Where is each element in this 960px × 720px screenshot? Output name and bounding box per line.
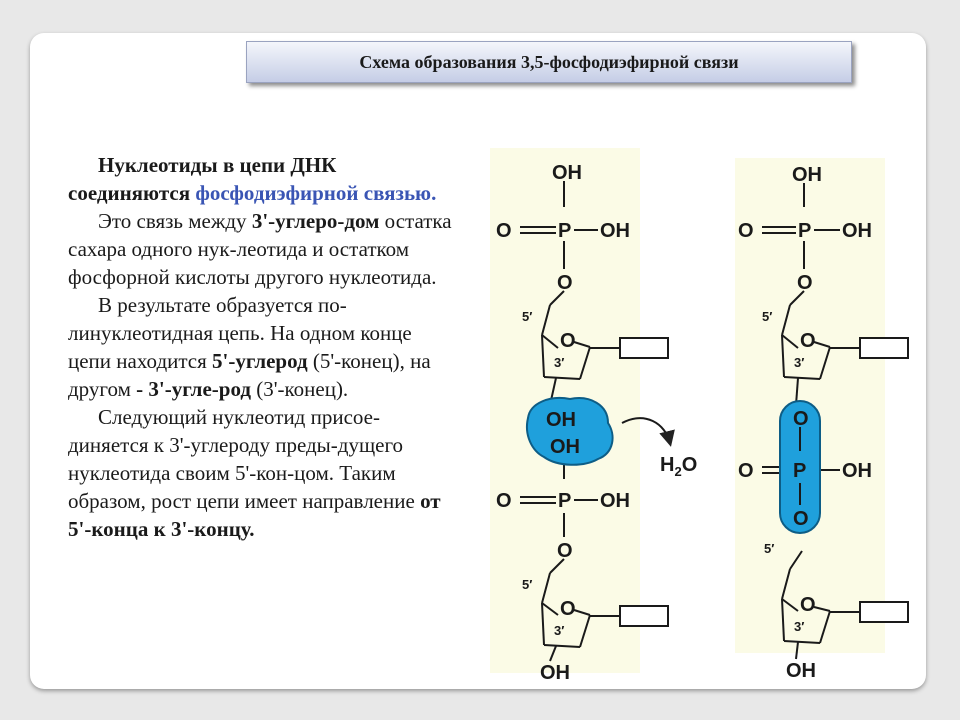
p3-bold-b: 5'-углерод bbox=[212, 349, 308, 373]
left-sugar-2-ring-o: O bbox=[560, 598, 576, 620]
left-top-phosphate-oh: OH bbox=[600, 220, 630, 242]
right-top-oh: OH bbox=[792, 164, 822, 186]
left-bottom-oh: OH bbox=[540, 662, 570, 683]
water-label: H2O bbox=[660, 454, 697, 479]
left-mid-phosphate-oh: OH bbox=[600, 490, 630, 512]
p3-text-a: В результате образуется по-линуклеотидна… bbox=[68, 293, 412, 373]
right-mid-phosphorus: P bbox=[793, 460, 806, 482]
p1-blue-term: фосфодиэфирной связью. bbox=[195, 181, 437, 205]
p3-text-e: (3'-конец). bbox=[250, 377, 349, 401]
p1-bold: Нуклеотиды в цепи ДНК соединяются bbox=[68, 153, 337, 205]
paragraph-2: Это связь между 3'-углеро-дом остатка са… bbox=[68, 207, 452, 291]
p2-text-c: остатка сахара одного нук-леотида и оста… bbox=[68, 209, 452, 289]
right-top-phosphate-o: O bbox=[738, 220, 754, 242]
left-top-ester-o: O bbox=[557, 272, 573, 294]
p2-text-a: Это связь между bbox=[98, 209, 252, 233]
left-base-box-2 bbox=[619, 605, 669, 627]
left-mid-phosphorus: P bbox=[558, 490, 571, 512]
paragraph-4: Следующий нуклеотид присое-диняется к 3'… bbox=[68, 403, 452, 543]
paragraph-1: Нуклеотиды в цепи ДНК соединяются фосфод… bbox=[68, 151, 452, 207]
right-top-phosphate-oh: OH bbox=[842, 220, 872, 242]
phosphodiester-bond-highlight bbox=[779, 400, 821, 534]
left-5prime-label-1: 5′ bbox=[522, 309, 532, 324]
left-top-phosphorus: P bbox=[558, 220, 571, 242]
left-mid-phosphate-o: O bbox=[496, 490, 512, 512]
right-3prime-label-2: 3′ bbox=[794, 619, 804, 634]
p3-text-c: (5'-конец), на другом bbox=[68, 349, 431, 401]
right-bridge-o-upper: O bbox=[793, 408, 809, 430]
diagram-svg: OH O P OH O O OH OH O P OH O O OH 5′ 3′ … bbox=[490, 148, 909, 684]
right-bonds bbox=[762, 183, 860, 660]
right-bridge-o-lower: O bbox=[793, 508, 809, 530]
left-bonds bbox=[520, 181, 620, 662]
right-top-ester-o: O bbox=[797, 272, 813, 294]
slide: Схема образования 3,5-фосфодиэфирной свя… bbox=[30, 33, 926, 689]
left-sugar-1-3prime-oh: OH bbox=[546, 409, 576, 431]
right-mid-phosphate-oh: OH bbox=[842, 460, 872, 482]
left-top-phosphate-o: O bbox=[496, 220, 512, 242]
water-leaving-blob bbox=[526, 397, 614, 466]
paragraph-3: В результате образуется по-линуклеотидна… bbox=[68, 291, 452, 403]
right-top-phosphorus: P bbox=[798, 220, 811, 242]
right-atom-labels: OH O P OH O O O O P OH O O OH bbox=[738, 164, 872, 682]
left-mid-ester-o: O bbox=[557, 540, 573, 562]
left-second-phosphate-oh: OH bbox=[550, 436, 580, 458]
p2-bold: 3'-углеро-дом bbox=[251, 209, 380, 233]
page-title-text: Схема образования 3,5-фосфодиэфирной свя… bbox=[359, 51, 739, 72]
left-atom-labels: OH O P OH O O OH OH O P OH O O OH bbox=[496, 162, 630, 684]
right-5prime-label-1: 5′ bbox=[762, 309, 772, 324]
right-sugar-1-ring-o: O bbox=[800, 330, 816, 352]
right-5prime-label-2: 5′ bbox=[764, 541, 774, 556]
left-3prime-label-2: 3′ bbox=[554, 623, 564, 638]
p4-text-a: Следующий нуклеотид присое-диняется к 3'… bbox=[68, 405, 421, 513]
left-3prime-label-1: 3′ bbox=[554, 355, 564, 370]
text-column: Нуклеотиды в цепи ДНК соединяются фосфод… bbox=[68, 151, 452, 543]
water-arrow bbox=[621, 417, 675, 447]
right-sugar-2-ring-o: O bbox=[800, 594, 816, 616]
right-3prime-label-1: 3′ bbox=[794, 355, 804, 370]
right-carbon-labels: 5′ 3′ 5′ 3′ bbox=[762, 309, 804, 634]
phosphodiester-diagram: OH O P OH O O OH OH O P OH O O OH 5′ 3′ … bbox=[480, 123, 910, 684]
left-base-box-1 bbox=[619, 337, 669, 359]
left-carbon-labels: 5′ 3′ 5′ 3′ bbox=[522, 309, 564, 638]
page-title: Схема образования 3,5-фосфодиэфирной свя… bbox=[246, 41, 852, 83]
right-mid-phosphate-o: O bbox=[738, 460, 754, 482]
p3-bold-d: - 3'-угле-род bbox=[136, 377, 251, 401]
right-base-box-2 bbox=[859, 601, 909, 623]
right-base-box-1 bbox=[859, 337, 909, 359]
left-5prime-label-2: 5′ bbox=[522, 577, 532, 592]
p4-bold: от 5'-конца к 3'-концу. bbox=[68, 489, 441, 541]
right-bottom-oh: OH bbox=[786, 660, 816, 682]
left-sugar-1-ring-o: O bbox=[560, 330, 576, 352]
left-top-oh: OH bbox=[552, 162, 582, 184]
